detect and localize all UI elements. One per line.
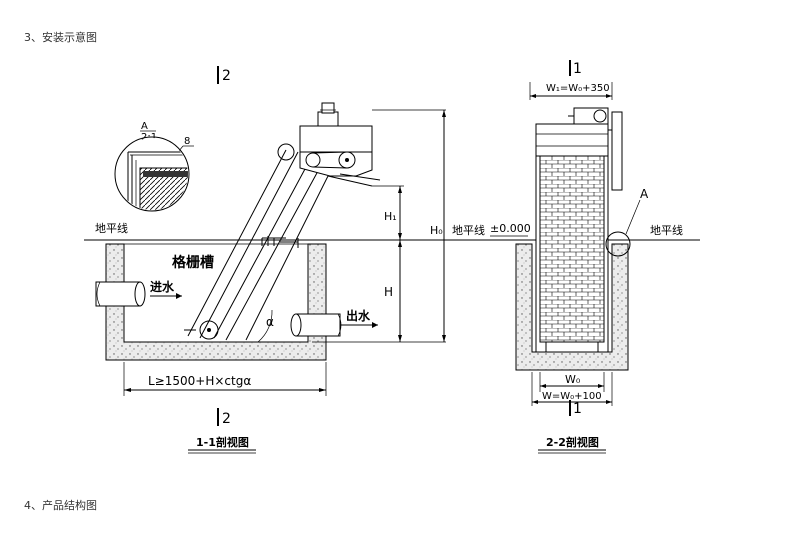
drive-head (299, 102, 381, 187)
angle-arc (257, 309, 273, 343)
dim-length: L≥1500+H×ctgα (148, 374, 251, 388)
detail-circle (114, 136, 190, 212)
detail-a-callout: A 2:1 8 (114, 121, 194, 212)
right-detail-a-marker: A (605, 187, 649, 257)
section-heading-installation: 3、安装示意图 (24, 31, 97, 44)
dim-w1-group: W₁=W₀+350 (529, 82, 613, 100)
outlet-label: 出水 (346, 308, 371, 323)
left-ground-label: 地平线 (95, 221, 128, 235)
section-mark-top-text: 2 (222, 68, 231, 84)
inlet-pipe: 进水 (95, 279, 182, 307)
right-section-view: 1 1 W₁=W₀+350 地平线 ±0.000 地平线 (446, 60, 700, 454)
left-section-mark-top: 2 (217, 66, 231, 84)
bottom-width-dimensions: W₀ W=W₀+100 (531, 372, 613, 406)
inlet-label: 进水 (150, 279, 175, 294)
section-heading-structure: 4、产品结构图 (24, 499, 97, 512)
right-mark-bottom-text: 1 (573, 401, 582, 417)
dim-h0: H₀ (430, 224, 443, 237)
detail-label: A (141, 121, 148, 132)
right-detail-label: A (640, 187, 649, 201)
vertical-dimensions: H₁ H H₀ (312, 109, 446, 343)
elevation-label: ±0.000 (490, 222, 531, 235)
pit-concrete (515, 243, 629, 371)
right-view-caption: 2-2剖视图 (546, 435, 599, 449)
section-mark-bottom-text: 2 (222, 411, 231, 427)
length-dimension: L≥1500+H×ctgα (123, 362, 327, 396)
dim-w: W=W₀+100 (542, 391, 602, 402)
inclined-screen (184, 143, 329, 341)
outlet-pipe: 出水 (290, 308, 378, 337)
left-section-mark-bottom: 2 (217, 408, 231, 427)
screen-body (535, 107, 623, 353)
right-section-mark-top: 1 (569, 60, 582, 77)
right-ground-label-right: 地平线 (650, 223, 683, 237)
left-view-caption: 1-1剖视图 (196, 435, 249, 449)
dim-w1: W₁=W₀+350 (546, 83, 610, 94)
channel-label: 格栅槽 (172, 254, 214, 271)
dim-w0: W₀ (565, 373, 581, 386)
right-section-mark-bottom: 1 (569, 400, 582, 417)
dim-h1: H₁ (384, 210, 397, 223)
right-ground-label-left: 地平线 (452, 223, 485, 237)
angle-label: α (266, 315, 274, 329)
detail-callout-number: 8 (184, 136, 190, 147)
right-mark-top-text: 1 (573, 61, 582, 77)
left-section-view: 2 2 A 2:1 8 (84, 66, 450, 454)
dim-h: H (384, 285, 393, 299)
